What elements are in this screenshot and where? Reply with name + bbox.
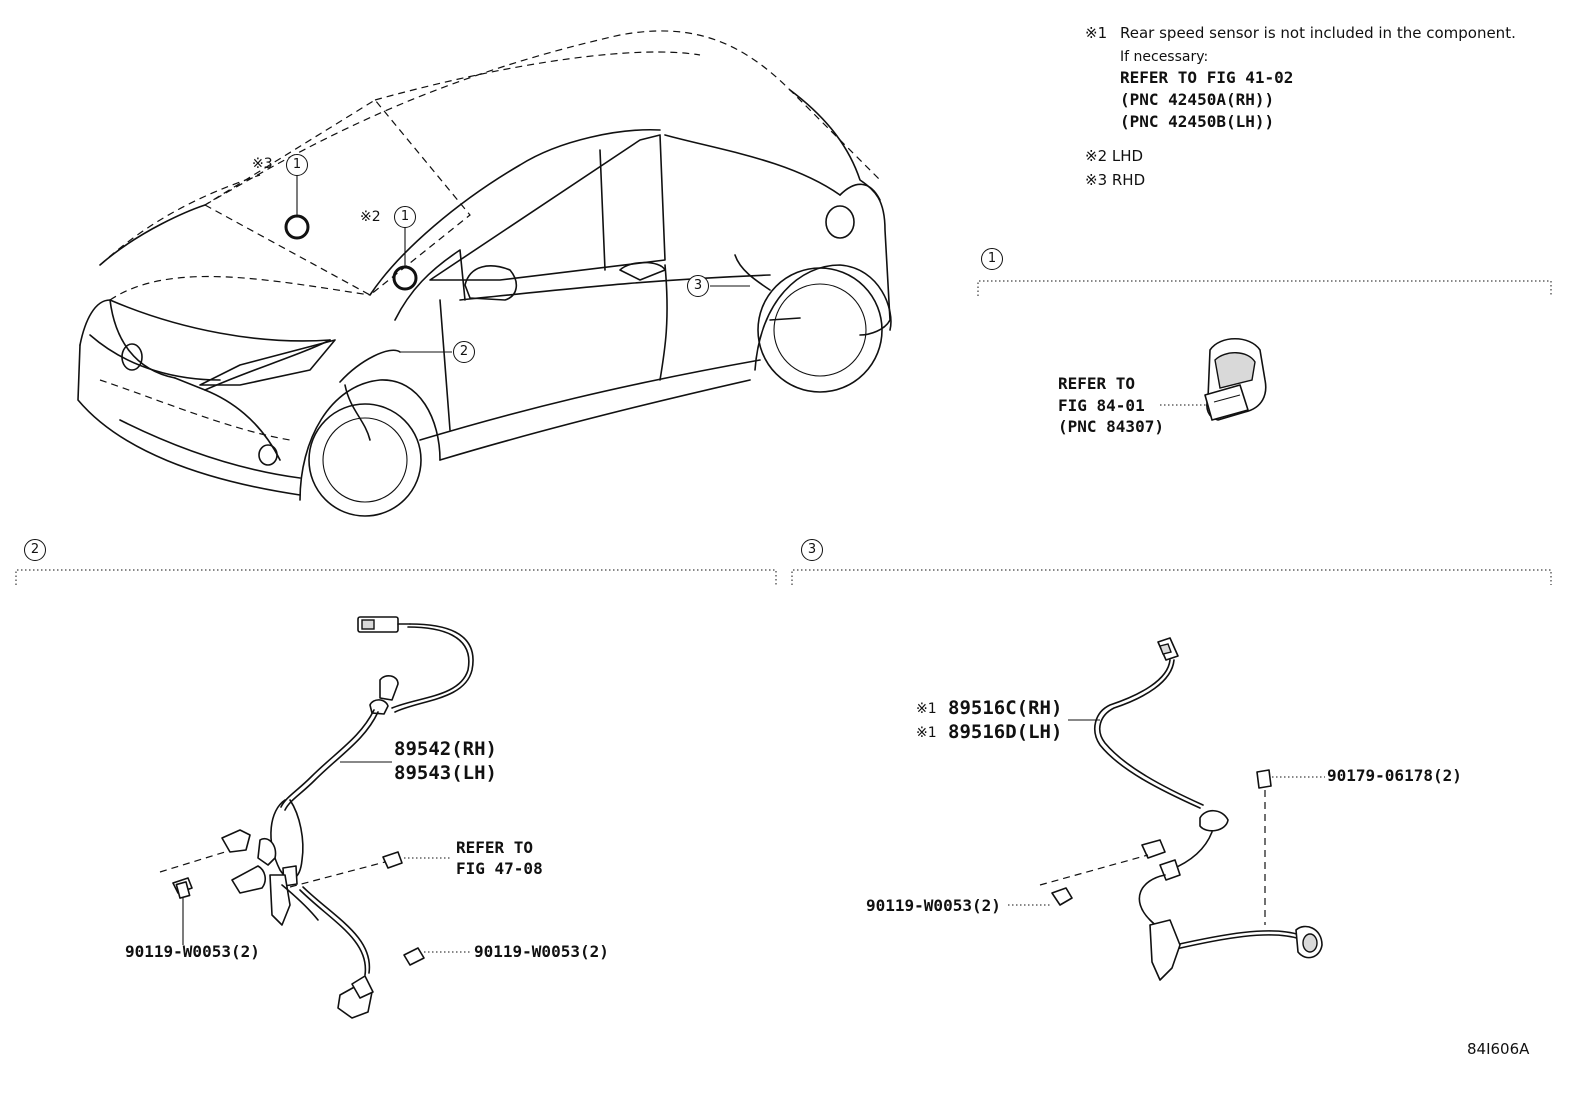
note-1-text: Rear speed sensor is not included in the… <box>1120 24 1516 42</box>
car-callout-1-rhd: 1 <box>286 154 308 176</box>
section-3-mark-lh: ※1 <box>916 725 937 741</box>
note-1-ref-line2: (PNC 42450A(RH)) <box>1120 90 1275 109</box>
note-1-sub: If necessary: <box>1120 49 1209 65</box>
car-illustration <box>77 30 892 517</box>
car-callout-1-lhd: 1 <box>394 206 416 228</box>
section-3-bolt: 90119-W0053(2) <box>866 896 1001 915</box>
car-mark-3: ※3 <box>252 156 273 172</box>
section-3-number: 3 <box>801 539 823 561</box>
section-2-part-rh: 89542(RH) <box>394 738 497 760</box>
car-mark-2: ※2 <box>360 209 381 225</box>
note-3: ※3 RHD <box>1085 171 1146 189</box>
section-3-clip: 90179-06178(2) <box>1327 766 1462 785</box>
section2-front-sensor <box>159 616 474 1019</box>
section-3-part-lh: 89516D(LH) <box>948 721 1063 743</box>
section-1-ref-line1: REFER TO <box>1058 374 1136 393</box>
section-2-ref-line1: REFER TO <box>456 838 534 857</box>
note-1-ref-line1: REFER TO FIG 41-02 <box>1120 68 1294 87</box>
car-callout-2: 2 <box>453 341 475 363</box>
section-3-mark-rh: ※1 <box>916 701 937 717</box>
section-brackets <box>15 280 1552 585</box>
figure-code: 84I606A <box>1467 1040 1530 1058</box>
note-1-mark: ※1 <box>1085 24 1108 42</box>
section-2-bolt-right: 90119-W0053(2) <box>474 942 609 961</box>
section-3-part-rh: 89516C(RH) <box>948 697 1063 719</box>
section-2-part-lh: 89543(LH) <box>394 762 497 784</box>
car-callout-3: 3 <box>687 275 709 297</box>
section1-sensor-part <box>1160 338 1267 421</box>
note-2: ※2 LHD <box>1085 147 1144 165</box>
section-1-number: 1 <box>981 248 1003 270</box>
section-2-bolt-left: 90119-W0053(2) <box>125 942 260 961</box>
section-2-ref-line2: FIG 47-08 <box>456 859 543 878</box>
note-1-ref-line3: (PNC 42450B(LH)) <box>1120 112 1275 131</box>
section3-rear-sensor <box>1008 637 1325 981</box>
section-1-ref-line3: (PNC 84307) <box>1058 417 1164 436</box>
section-2-number: 2 <box>24 539 46 561</box>
section-1-ref-line2: FIG 84-01 <box>1058 396 1145 415</box>
